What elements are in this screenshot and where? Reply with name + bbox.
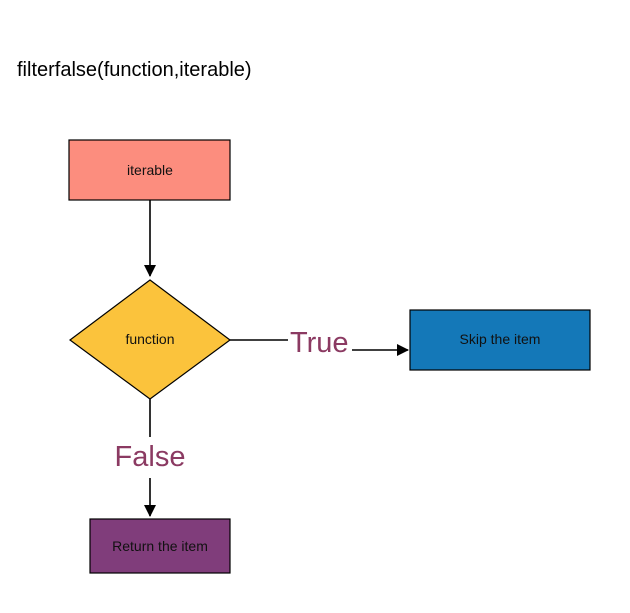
node-iterable: iterable [68, 139, 231, 201]
node-return-label: Return the item [112, 538, 208, 554]
node-function-diamond [68, 279, 232, 400]
node-skip: Skip the item [409, 309, 591, 371]
diagram-title: filterfalse(function,iterable) [17, 59, 252, 81]
node-skip-label: Skip the item [460, 331, 541, 347]
node-return: Return the item [89, 518, 231, 574]
node-function: function [68, 279, 232, 400]
edge-label-false: False [115, 441, 186, 473]
edge-label-true: True [290, 327, 349, 359]
node-return-box [89, 518, 231, 574]
node-iterable-label: iterable [127, 162, 173, 178]
node-skip-box [409, 309, 591, 371]
node-function-label: function [125, 331, 174, 347]
node-iterable-box [68, 139, 231, 201]
